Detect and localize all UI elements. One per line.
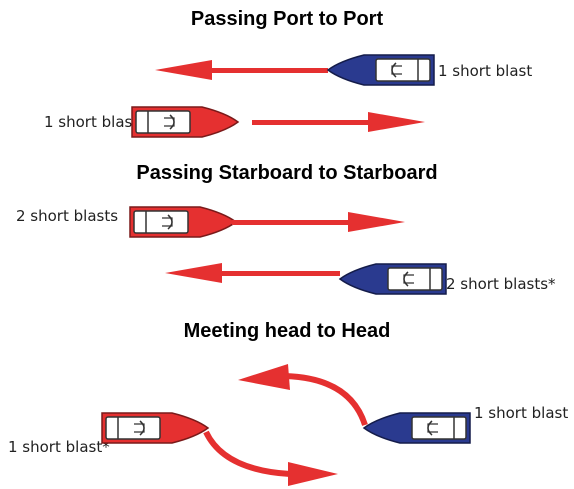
blast-label-red-boat-3: 1 short blast* (8, 438, 110, 456)
arrow-left-1 (155, 60, 328, 80)
arrow-right-1 (252, 112, 425, 132)
blue-boat-1 (327, 54, 435, 86)
arrow-right-2 (232, 212, 405, 232)
blue-boat-2 (339, 263, 447, 295)
blast-label-blue-boat-3: 1 short blast (474, 404, 569, 422)
section-title-starboard-to-starboard: Passing Starboard to Starboard (136, 162, 438, 184)
blast-label-red-boat-2: 2 short blasts (16, 207, 119, 225)
blast-label-blue-boat-2: 2 short blasts* (446, 275, 556, 293)
red-boat-1 (131, 106, 239, 138)
red-boat-3 (101, 412, 209, 444)
curved-arrow-top (238, 364, 368, 426)
red-boat-2 (129, 206, 237, 238)
curved-arrow-bottom (203, 430, 338, 486)
blue-boat-3 (363, 412, 471, 444)
section-title-port-to-port: Passing Port to Port (190, 8, 384, 30)
section-title-head-to-head: Meeting head to Head (183, 320, 391, 342)
arrow-left-2 (165, 263, 340, 283)
blast-label-red-boat-1: 1 short blast* (44, 113, 146, 131)
blast-label-blue-boat-1: 1 short blast (438, 62, 533, 80)
